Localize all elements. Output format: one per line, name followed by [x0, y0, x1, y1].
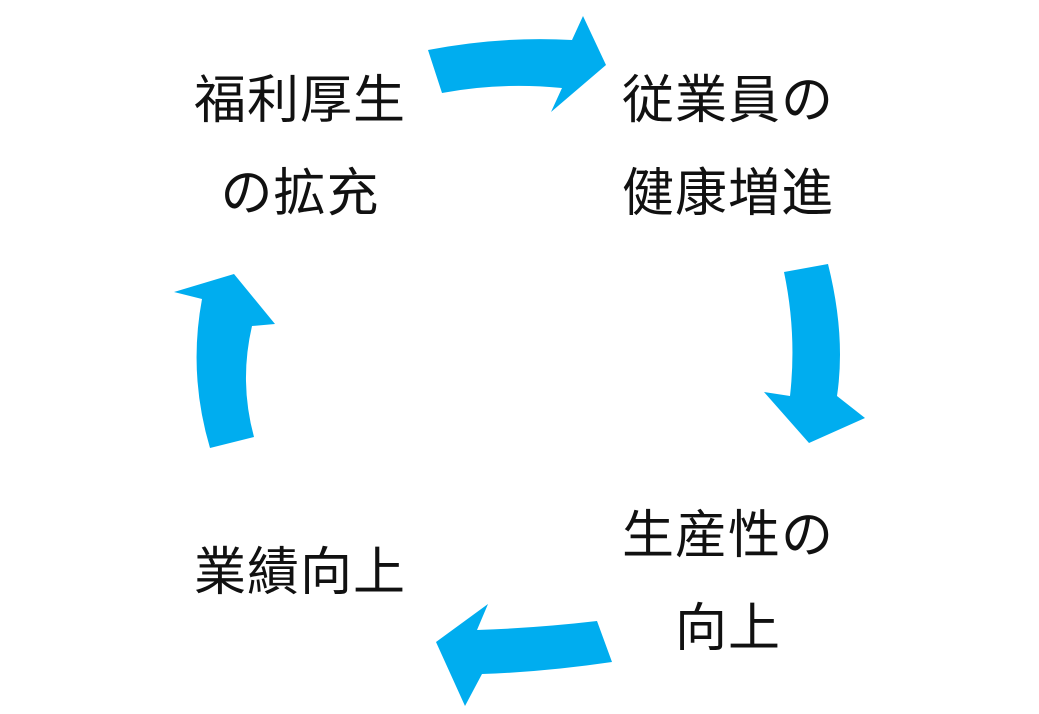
arrow-productivity-to-performance [436, 604, 612, 706]
node-welfare-line-1: 福利厚生 [193, 71, 406, 131]
node-welfare-line-2: の拡充 [220, 163, 380, 224]
node-productivity-improvement: 生産性の 向上 [608, 490, 848, 675]
arrow-performance-to-welfare [174, 274, 275, 448]
node-health-line-2: 健康増進 [621, 163, 834, 224]
node-productivity-line-2: 向上 [674, 598, 781, 659]
node-welfare-expansion: 福利厚生 の拡充 [180, 55, 420, 240]
node-performance-line-1: 業績向上 [193, 543, 406, 603]
arrow-health-to-productivity [764, 264, 865, 443]
node-performance-improvement: 業績向上 [180, 527, 420, 620]
node-productivity-line-1: 生産性の [621, 506, 834, 566]
node-health-line-1: 従業員の [621, 71, 834, 131]
node-employee-health: 従業員の 健康増進 [608, 55, 848, 240]
arrow-welfare-to-health [428, 16, 606, 112]
